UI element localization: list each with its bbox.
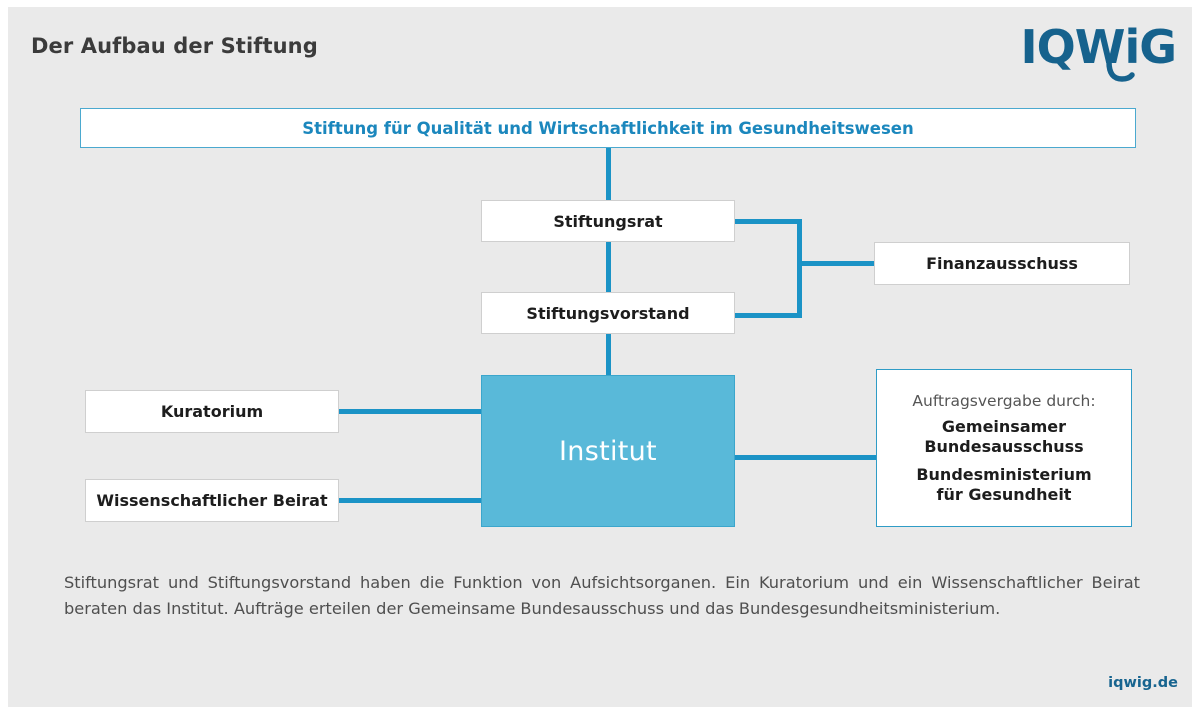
connector-bracket-to-finanzausschuss (797, 261, 877, 266)
iqwig-logo: IQWiG (1008, 17, 1178, 87)
connector-stiftungsrat-bracket-top (732, 219, 802, 224)
svg-text:IQWiG: IQWiG (1021, 20, 1176, 74)
caption-text: Stiftungsrat und Stiftungsvorstand haben… (64, 573, 1140, 618)
connector-institut-to-auftragsvergabe (734, 455, 878, 460)
box-stiftungsvorstand-label: Stiftungsvorstand (526, 303, 690, 323)
box-stiftung[interactable]: Stiftung für Qualität und Wirtschaftlich… (80, 108, 1136, 148)
box-stiftungsvorstand[interactable]: Stiftungsvorstand (481, 292, 735, 334)
box-kuratorium[interactable]: Kuratorium (85, 390, 339, 433)
footer-website-link[interactable]: iqwig.de (1108, 675, 1178, 691)
auftragsvergabe-item-gba: Gemeinsamer Bundesausschuss (924, 417, 1083, 456)
box-auftragsvergabe[interactable]: Auftragsvergabe durch: Gemeinsamer Bunde… (876, 369, 1132, 527)
box-institut-label: Institut (559, 435, 657, 467)
auftragsvergabe-item-bmg-line1: Bundesministerium (916, 465, 1092, 485)
connector-kuratorium-to-institut (336, 409, 484, 414)
box-stiftungsrat-label: Stiftungsrat (553, 211, 663, 231)
page-title: Der Aufbau der Stiftung (31, 34, 318, 58)
box-finanzausschuss[interactable]: Finanzausschuss (874, 242, 1130, 285)
box-kuratorium-label: Kuratorium (160, 402, 264, 421)
box-stiftung-label: Stiftung für Qualität und Wirtschaftlich… (302, 118, 914, 138)
box-stiftungsrat[interactable]: Stiftungsrat (481, 200, 735, 242)
auftragsvergabe-item-gba-line2: Bundesausschuss (924, 436, 1084, 456)
connector-stiftungsrat-to-stiftungsvorstand (606, 241, 611, 293)
box-institut[interactable]: Institut (481, 375, 735, 527)
auftragsvergabe-item-bmg: Bundesministerium für Gesundheit (916, 465, 1091, 504)
connector-stiftungsvorstand-to-institut (606, 332, 611, 377)
auftragsvergabe-item-bmg-line2: für Gesundheit (936, 484, 1072, 504)
connector-stiftungsvorstand-bracket-bottom (732, 313, 802, 318)
box-finanzausschuss-label: Finanzausschuss (926, 254, 1078, 273)
connector-finance-bracket-vertical (797, 219, 802, 318)
box-wissenschaftlicher-beirat[interactable]: Wissenschaftlicher Beirat (85, 479, 339, 522)
infographic-panel: Der Aufbau der Stiftung IQWiG Stiftung f… (8, 7, 1192, 707)
auftragsvergabe-item-gba-line1: Gemeinsamer (941, 417, 1067, 437)
box-wissenschaftlicher-beirat-label: Wissenschaftlicher Beirat (96, 491, 328, 510)
connector-beirat-to-institut (336, 498, 484, 503)
auftragsvergabe-heading: Auftragsvergabe durch: (912, 391, 1096, 410)
connector-foundation-to-stiftungsrat (606, 147, 611, 201)
